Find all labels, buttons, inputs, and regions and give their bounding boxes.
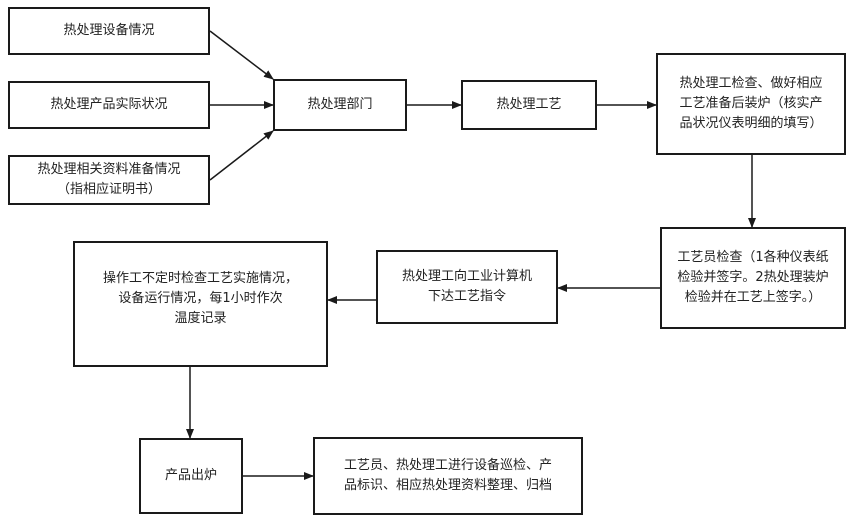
node-heat-treatment-process-label: 热处理工艺 (496, 97, 562, 112)
node-operator-inspection-label: 操作工不定时检查工艺实施情况， 设备运行情况，每1小时作次 温度记录 (102, 271, 298, 326)
node-product-status: 热处理产品实际状况 (8, 81, 210, 129)
node-documents-preparation-label: 热处理相关资料准备情况 （指相应证明书） (37, 162, 181, 197)
node-worker-check-loading: 热处理工检查、做好相应 工艺准备后装炉（核实产 品状况仪表明细的填写） (656, 53, 846, 155)
node-heat-treatment-department-label: 热处理部门 (307, 97, 373, 112)
node-technologist-check: 工艺员检查（1各种仪表纸 检验并签字。2热处理装炉 检验并在工艺上签字。） (660, 227, 846, 329)
node-technologist-check-label: 工艺员检查（1各种仪表纸 检验并签字。2热处理装炉 检验并在工艺上签字。） (677, 250, 829, 305)
node-worker-check-loading-label: 热处理工检查、做好相应 工艺准备后装炉（核实产 品状况仪表明细的填写） (679, 76, 823, 131)
node-product-discharge: 产品出炉 (139, 438, 243, 514)
node-computer-command: 热处理工向工业计算机 下达工艺指令 (376, 250, 558, 324)
arrow-equipment-to-department (209, 30, 274, 80)
node-equipment-status: 热处理设备情况 (8, 7, 210, 55)
node-documents-preparation: 热处理相关资料准备情况 （指相应证明书） (8, 155, 210, 205)
node-equipment-status-label: 热处理设备情况 (63, 23, 155, 38)
node-heat-treatment-department: 热处理部门 (273, 79, 407, 131)
node-operator-inspection: 操作工不定时检查工艺实施情况， 设备运行情况，每1小时作次 温度记录 (73, 241, 328, 367)
node-product-status-label: 热处理产品实际状况 (50, 97, 168, 112)
node-heat-treatment-process: 热处理工艺 (461, 80, 597, 130)
node-product-discharge-label: 产品出炉 (164, 468, 217, 483)
node-final-inspection-archive-label: 工艺员、热处理工进行设备巡检、产 品标识、相应热处理资料整理、归档 (343, 458, 552, 493)
node-computer-command-label: 热处理工向工业计算机 下达工艺指令 (401, 269, 532, 304)
arrow-documents-to-department (209, 130, 274, 181)
node-final-inspection-archive: 工艺员、热处理工进行设备巡检、产 品标识、相应热处理资料整理、归档 (313, 437, 583, 515)
